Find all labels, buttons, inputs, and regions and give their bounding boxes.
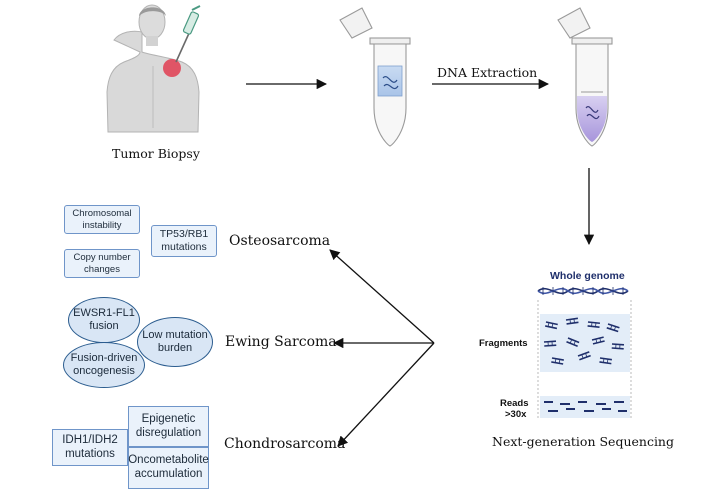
fragments-label: Fragments xyxy=(479,338,528,349)
dna-fragments-icon xyxy=(543,317,625,365)
reads-label: Reads xyxy=(500,398,529,409)
ewing-sarcoma-label: Ewing Sarcoma xyxy=(225,334,337,350)
patient-figure-icon xyxy=(106,4,201,133)
idh1-idh2-box: IDH1/IDH2 mutations xyxy=(52,429,128,466)
tp53-rb1-box: TP53/RB1 mutations xyxy=(151,225,217,257)
arrow-to-osteosarcoma xyxy=(329,249,435,344)
fragments-band xyxy=(540,314,630,372)
dna-tube-icon xyxy=(557,7,613,147)
whole-genome-label: Whole genome xyxy=(550,270,625,282)
sample-tube-icon xyxy=(339,7,411,147)
chondrosarcoma-label: Chondrosarcoma xyxy=(224,436,346,452)
chromosomal-instability-box: Chromosomal instability xyxy=(64,205,140,234)
coverage-label: >30x xyxy=(505,409,527,420)
reads-band xyxy=(540,396,630,418)
arrow-to-chondrosarcoma xyxy=(337,342,435,447)
fusion-driven-oncogenesis-ellipse: Fusion-driven oncogenesis xyxy=(63,342,145,388)
ngs-label: Next-generation Sequencing xyxy=(492,434,674,449)
dna-extraction-label: DNA Extraction xyxy=(437,65,538,80)
sequencing-reads-icon xyxy=(544,401,627,412)
ewsr1-fli1-ellipse: EWSR1-FL1 fusion xyxy=(68,297,140,343)
oncometabolite-accumulation-box: Oncometabolite accumulation xyxy=(128,447,209,489)
biopsy-needle-icon xyxy=(175,5,201,63)
copy-number-changes-box: Copy number changes xyxy=(64,249,140,278)
tumor-biopsy-label: Tumor Biopsy xyxy=(112,146,200,161)
osteosarcoma-label: Osteosarcoma xyxy=(229,233,331,249)
low-mutation-burden-ellipse: Low mutation burden xyxy=(137,317,213,367)
epigenetic-disregulation-box: Epigenetic disregulation xyxy=(128,406,209,447)
dna-helix-icon xyxy=(537,287,629,295)
